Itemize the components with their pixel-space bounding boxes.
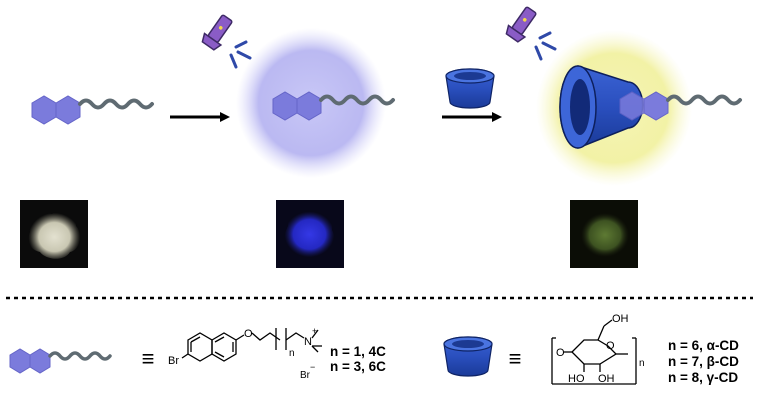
guest-sub-n: n	[289, 348, 295, 359]
equiv-symbol-1: ≡	[142, 346, 155, 371]
alkyl-chain-2	[319, 94, 395, 106]
equiv-symbol-2: ≡	[509, 346, 522, 371]
host-oh-top: OH	[612, 313, 629, 325]
alkyl-chain-3	[666, 94, 742, 106]
flashlight-icon	[201, 14, 233, 51]
host-oh-label: OH	[598, 373, 615, 385]
guest-plus-label: +	[312, 326, 317, 336]
light-rays-icon	[229, 40, 252, 69]
host-entry-1: n = 6, α-CD	[668, 338, 739, 353]
photo-powder-green	[570, 200, 638, 268]
guest-structure	[181, 328, 322, 362]
host-legend-icon	[443, 336, 493, 377]
host-o-ring: O	[606, 340, 615, 352]
guest-legend-icon	[9, 348, 112, 374]
alkyl-chain-1	[78, 98, 154, 110]
host-sub-n: n	[639, 358, 645, 369]
host-o-link: O	[556, 347, 565, 359]
photo-powder-blue	[276, 200, 344, 268]
guest-molecule-1	[31, 95, 154, 125]
guest-br-label: Br	[168, 355, 179, 367]
host-ho-label: HO	[568, 373, 585, 385]
host-entry-3: n = 8, γ-CD	[668, 370, 738, 385]
cyclodextrin-icon	[445, 68, 495, 109]
reaction-arrow-2	[442, 112, 502, 122]
guest-n-label: N	[304, 336, 312, 348]
guest-molecule-2	[272, 91, 395, 121]
guest-entry-2: n = 3, 6C	[330, 359, 386, 374]
host-structure	[551, 319, 637, 385]
inclusion-complex	[559, 65, 742, 149]
guest-counterion-charge: −	[310, 362, 315, 372]
light-rays-icon-2	[534, 31, 557, 61]
flashlight-icon-2	[505, 6, 537, 43]
guest-entry-1: n = 1, 4C	[330, 344, 386, 359]
photo-powder-white	[20, 200, 88, 268]
reaction-arrow-1	[170, 112, 230, 122]
guest-counterion: Br	[300, 370, 311, 381]
host-entry-2: n = 7, β-CD	[668, 354, 739, 369]
guest-o-label: O	[244, 328, 253, 340]
